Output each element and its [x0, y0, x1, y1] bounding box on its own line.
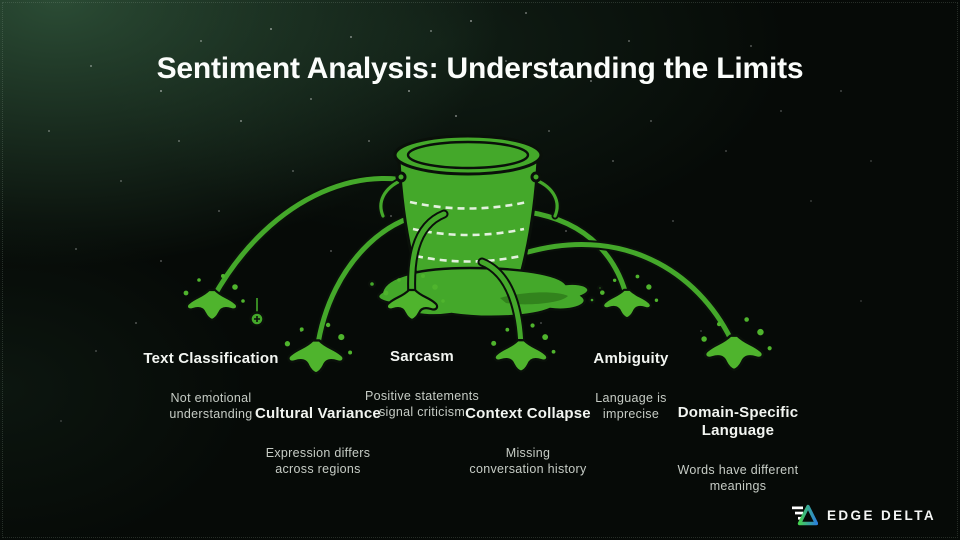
limit-heading: Context Collapse: [465, 405, 591, 422]
limit-text-classification: Text Classification Not emotional unders…: [126, 332, 296, 440]
limit-sarcasm: Sarcasm Positive statements signal criti…: [337, 330, 507, 438]
bucket: [393, 134, 543, 302]
limit-description: Language is imprecise: [595, 391, 667, 421]
drip-icon: [249, 298, 265, 327]
limit-description: Positive statements signal criticism: [364, 389, 480, 419]
limit-description: Missing conversation history: [469, 446, 587, 476]
limit-heading: Text Classification: [143, 350, 279, 367]
edge-delta-logo-text: EDGE DELTA: [826, 507, 936, 523]
limit-heading: Domain-Specific Language: [677, 404, 799, 439]
edge-delta-logo: EDGE DELTA: [791, 503, 936, 527]
stream-arcs-front: [407, 209, 526, 353]
limit-cultural-variance: Cultural Variance Expression differs acr…: [233, 387, 403, 495]
limit-heading: Ambiguity: [593, 350, 669, 367]
limit-heading: Cultural Variance: [255, 405, 381, 422]
limit-description: Not emotional understanding: [169, 391, 253, 421]
bucket-handle: [377, 176, 561, 220]
limit-description: Words have different meanings: [677, 463, 799, 493]
limit-ambiguity: Ambiguity Language is imprecise: [546, 332, 716, 440]
edge-delta-logo-icon: [791, 504, 818, 526]
limit-description: Expression differs across regions: [265, 446, 371, 476]
limit-context-collapse: Context Collapse Missing conversation hi…: [443, 387, 613, 495]
limit-heading: Sarcasm: [390, 348, 454, 365]
page-title: Sentiment Analysis: Understanding the Li…: [156, 52, 804, 85]
limit-domain-specific-language: Domain-Specific Language Words have diff…: [653, 386, 823, 512]
